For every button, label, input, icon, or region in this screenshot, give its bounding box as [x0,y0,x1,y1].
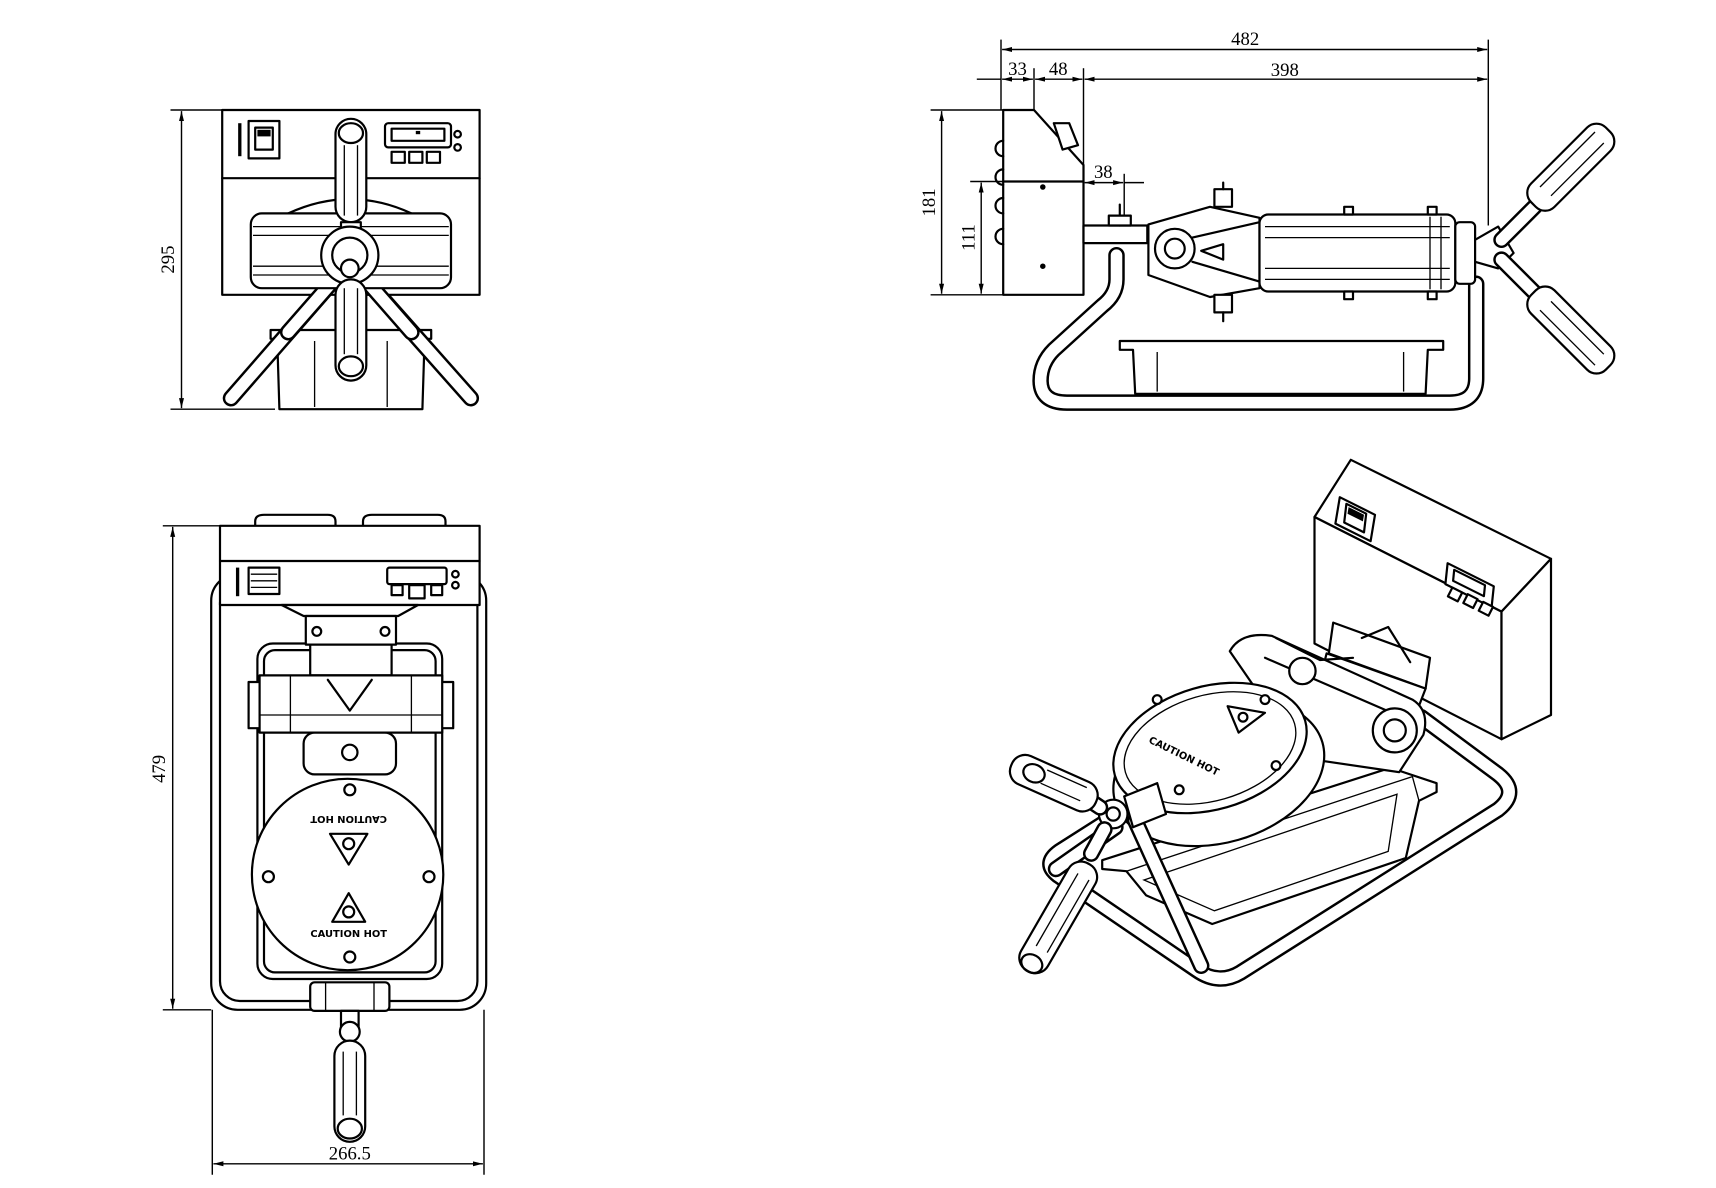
front-view: 295 [158,108,481,411]
side-upper-handle [1493,122,1616,249]
dimension-height-label: 295 [158,246,179,274]
dimension-panel-depth-label: 33 [1008,59,1027,80]
iso-drip-tray [1101,766,1438,926]
iso-hinge [1228,633,1427,774]
upper-handle [334,117,368,224]
warning-triangle-lower [331,892,367,923]
caution-hot-label: CAUTION HOT [310,929,387,940]
dimension-panel-height-label: 111 [959,224,980,251]
iso-upper-handle [1008,753,1109,816]
side-view: 482 33 48 398 38 181 111 [919,29,1616,411]
top-waffle-plate: CAUTION HOT CAUTION HOT [250,777,445,972]
iso-stand-tube [1042,708,1518,987]
timer-display [383,122,462,164]
warning-triangle-upper [328,832,369,866]
iso-lower-handle [1018,821,1113,975]
caution-hot-label-inverted: CAUTION HOT [310,813,387,824]
iso-warning-triangle [1226,705,1267,734]
dimension-side-height-label: 181 [919,188,940,216]
dimension-iron-length-label: 398 [1271,60,1299,81]
iso-waffle-plate: CAUTION HOT [1112,681,1326,848]
top-dimensions: 479 266.5 [149,525,485,1175]
dimension-panel-slope-label: 48 [1049,59,1068,80]
top-cross-bar [258,674,444,734]
lower-handle [334,278,368,382]
dimension-depth-label: 479 [149,755,170,783]
side-drip-tray [1118,339,1445,395]
side-hinge [1147,181,1261,323]
isometric-view: CAUTION HOT [1008,458,1553,987]
dimension-overall-length-label: 482 [1231,29,1259,50]
dimension-width-label: 266.5 [329,1143,371,1164]
dimension-height: 295 [158,109,275,410]
top-view: CAUTION HOT CAUTION HOT 479 266.5 [149,513,488,1175]
side-dimensions: 482 33 48 398 38 181 111 [919,29,1490,296]
side-lower-handle [1493,251,1616,375]
dimension-arm-offset-label: 38 [1094,162,1113,183]
side-waffle-body [1258,205,1477,301]
top-front-handle [333,1039,367,1143]
iso-control-box [1313,458,1553,741]
side-stand-tube [1032,246,1485,411]
